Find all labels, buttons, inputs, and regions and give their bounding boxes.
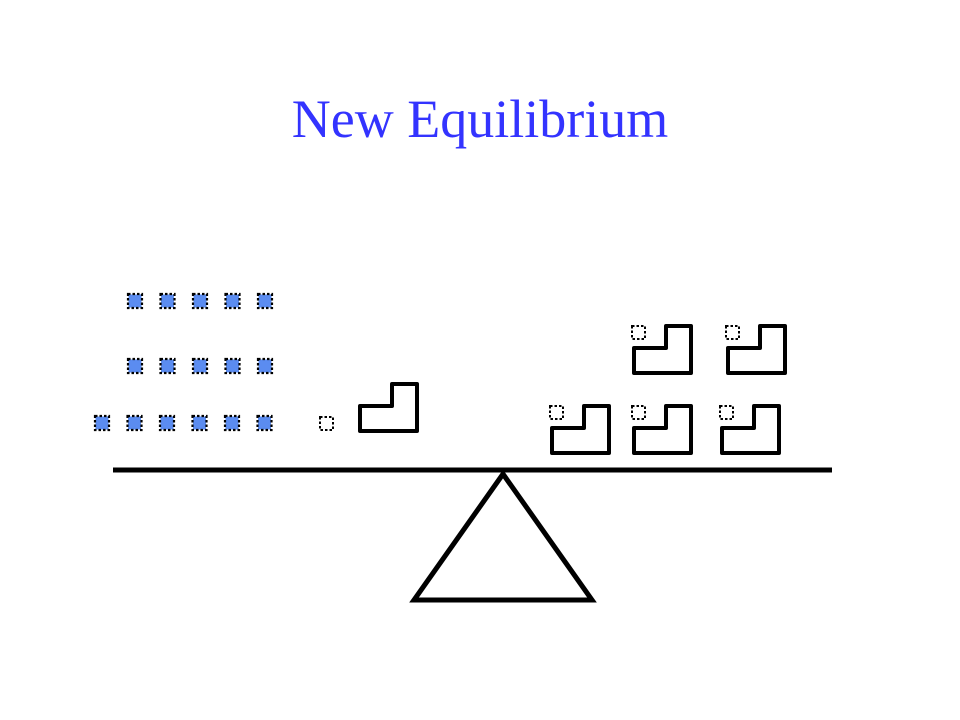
- slide-title: New Equilibrium: [291, 89, 669, 149]
- blue-unit-square: [158, 414, 176, 432]
- blue-unit-square: [191, 414, 208, 432]
- blue-unit-square: [256, 292, 274, 310]
- l-shape-block: [358, 382, 419, 433]
- small-open-square: [549, 405, 564, 420]
- blue-unit-square: [126, 414, 143, 432]
- blue-unit-square: [159, 357, 176, 375]
- small-open-square: [631, 325, 646, 340]
- l-shape-block: [550, 404, 611, 455]
- l-shape-block: [632, 404, 693, 455]
- small-open-square: [725, 325, 740, 340]
- left-pan-blue-units: [93, 292, 274, 432]
- l-shape-block: [632, 324, 693, 375]
- blue-unit-square: [126, 292, 144, 310]
- small-open-square: [631, 405, 646, 420]
- blue-unit-square: [224, 357, 241, 375]
- blue-unit-square: [93, 414, 111, 432]
- left-pan-items: [319, 382, 419, 433]
- blue-unit-square: [191, 292, 209, 310]
- right-pan-items: [549, 324, 787, 455]
- l-shape-block: [720, 404, 781, 455]
- l-shape-block: [726, 324, 787, 375]
- blue-unit-square: [191, 357, 209, 375]
- blue-unit-square: [256, 357, 274, 375]
- blue-unit-square: [159, 292, 176, 310]
- blue-unit-square: [256, 414, 273, 432]
- blue-unit-square: [126, 357, 144, 375]
- blue-unit-square: [224, 292, 241, 310]
- fulcrum-triangle: [409, 469, 597, 603]
- small-open-square: [319, 416, 334, 431]
- small-open-square: [719, 405, 734, 420]
- blue-unit-square: [223, 414, 241, 432]
